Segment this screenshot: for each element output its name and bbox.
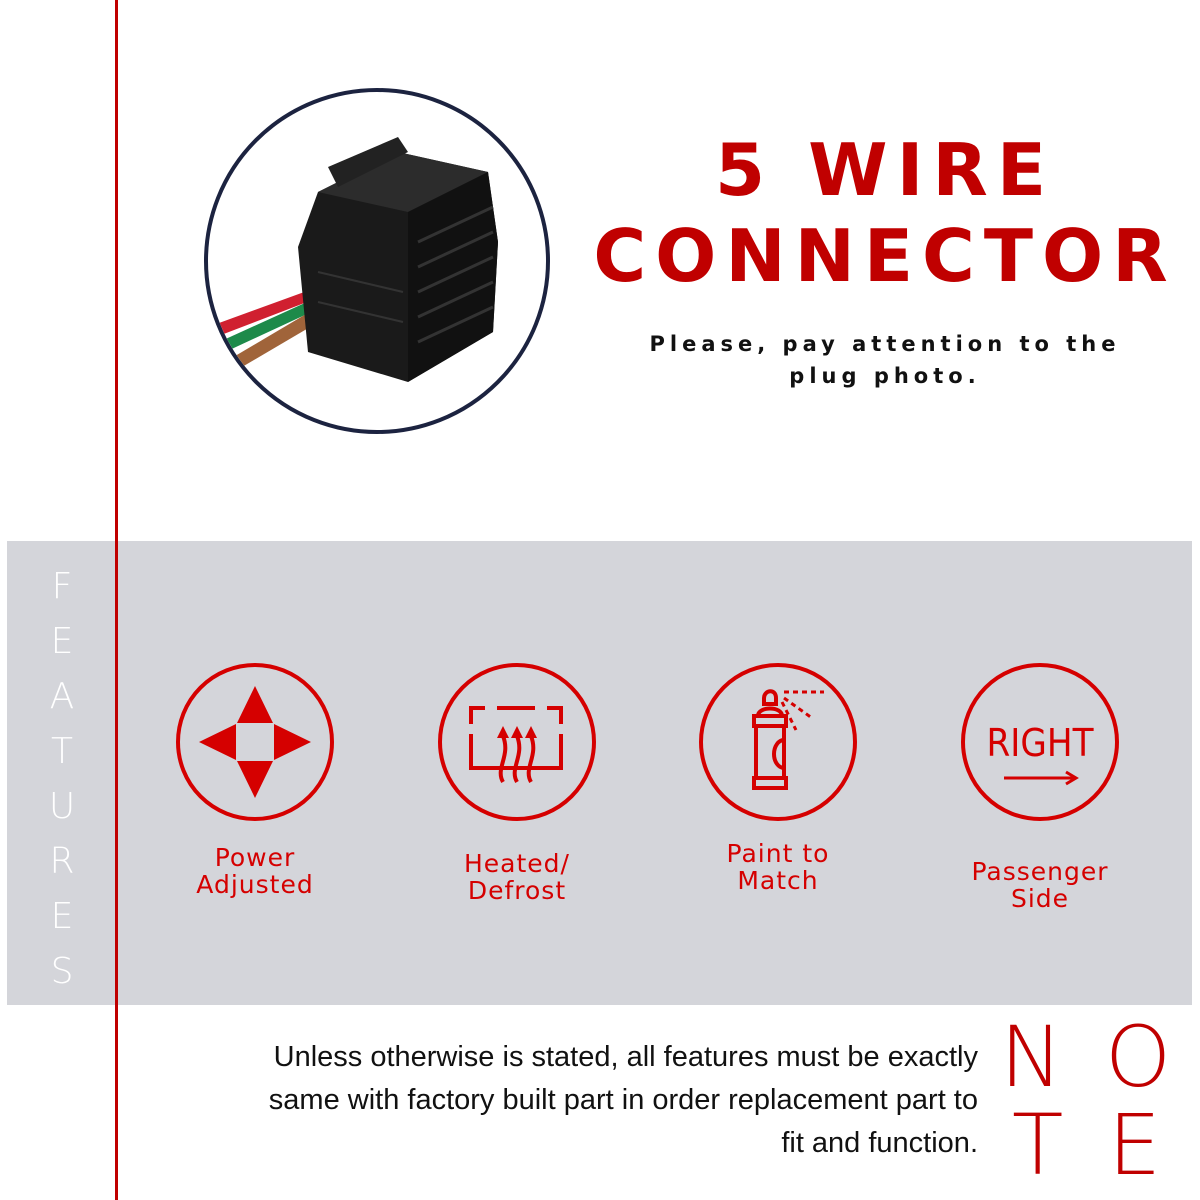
subtitle-line-2: plug photo. bbox=[789, 364, 981, 388]
feature-label-line: Side bbox=[1010, 884, 1070, 913]
features-letter: A bbox=[49, 676, 75, 717]
feature-label-line: Adjusted bbox=[196, 870, 314, 899]
right-side-icon: RIGHT bbox=[961, 663, 1119, 821]
red-divider-line bbox=[115, 0, 118, 1200]
feature-label-line: Heated/ bbox=[464, 849, 570, 878]
feature-label-line: Passenger bbox=[971, 857, 1109, 886]
features-letter: U bbox=[48, 786, 76, 827]
note-letter: N bbox=[1000, 1008, 1063, 1106]
features-letter: E bbox=[50, 896, 74, 937]
feature-label: Heated/ Defrost bbox=[417, 850, 617, 904]
feature-label-line: Match bbox=[737, 866, 819, 895]
feature-label: Paint to Match bbox=[678, 840, 878, 894]
feature-label-line: Defrost bbox=[467, 876, 567, 905]
feature-label: Power Adjusted bbox=[155, 844, 355, 898]
features-letter: E bbox=[50, 621, 74, 662]
direction-arrows-icon bbox=[176, 663, 334, 821]
note-line: Unless otherwise is stated, all features… bbox=[273, 1041, 978, 1073]
right-text: RIGHT bbox=[987, 721, 1094, 765]
note-letter: T bbox=[1012, 1096, 1064, 1194]
note-line: fit and function. bbox=[781, 1127, 978, 1159]
features-letter: F bbox=[51, 566, 73, 607]
connector-image bbox=[208, 137, 498, 387]
title-line-2: CONNECTOR bbox=[593, 214, 1177, 298]
note-letter: O bbox=[1105, 1008, 1172, 1106]
feature-label: Passenger Side bbox=[940, 858, 1140, 912]
feature-label-line: Power bbox=[214, 843, 296, 872]
connector-photo bbox=[204, 88, 550, 434]
note-text: Unless otherwise is stated, all features… bbox=[178, 1036, 978, 1165]
subtitle-line-1: Please, pay attention to the bbox=[649, 332, 1121, 356]
note-line: same with factory built part in order re… bbox=[268, 1084, 978, 1116]
features-letter: S bbox=[50, 951, 74, 992]
feature-paint-to-match: Paint to Match bbox=[678, 660, 878, 894]
features-band bbox=[7, 541, 1192, 1005]
features-letter: R bbox=[49, 841, 75, 882]
feature-label-line: Paint to bbox=[726, 839, 830, 868]
spray-paint-icon bbox=[699, 663, 857, 821]
features-letter: T bbox=[51, 731, 73, 772]
defrost-icon bbox=[438, 663, 596, 821]
feature-heated-defrost: Heated/ Defrost bbox=[417, 660, 617, 904]
subtitle: Please, pay attention to the plug photo. bbox=[620, 328, 1150, 392]
feature-passenger-side: RIGHT Passenger Side bbox=[940, 660, 1140, 912]
title-line-1: 5 WIRE bbox=[715, 128, 1055, 212]
note-letter: E bbox=[1108, 1096, 1162, 1194]
feature-power-adjusted: Power Adjusted bbox=[155, 660, 355, 898]
